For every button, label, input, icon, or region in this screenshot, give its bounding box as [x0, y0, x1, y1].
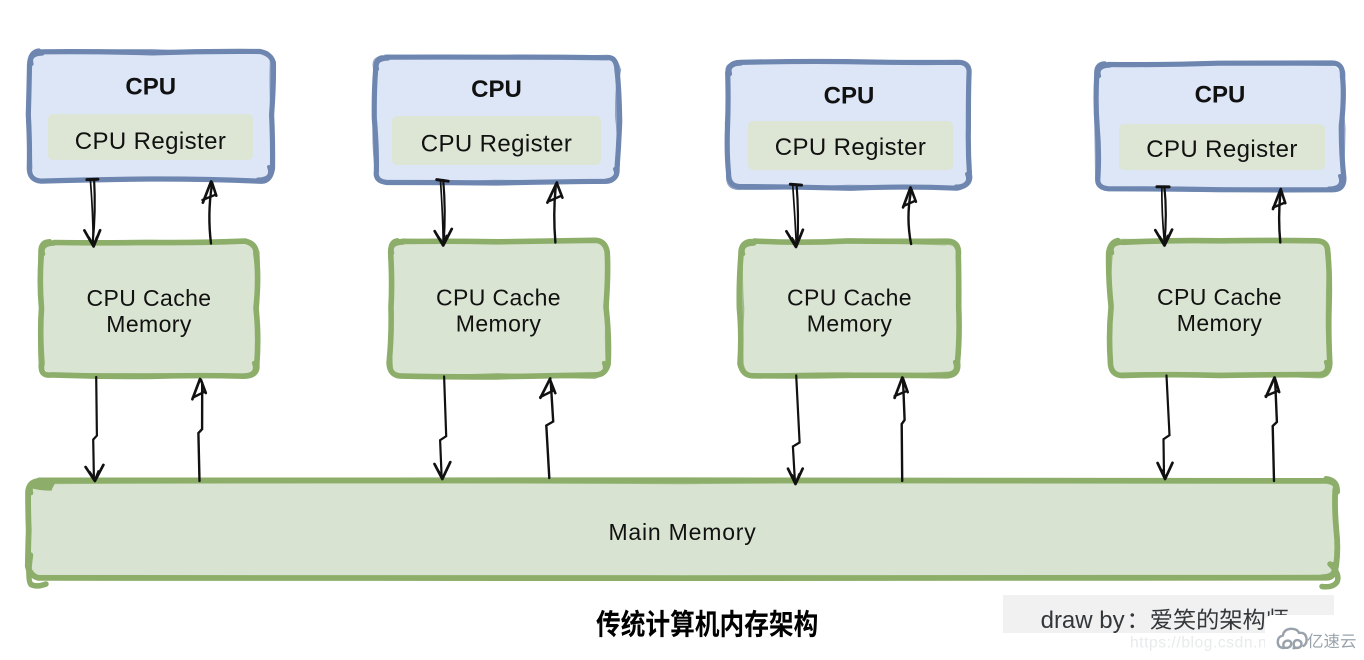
svg-text:CPU Cache: CPU Cache: [1157, 284, 1282, 310]
svg-text:CPU Cache: CPU Cache: [787, 285, 912, 311]
svg-text:Main Memory: Main Memory: [608, 519, 756, 545]
svg-text:CPU Register: CPU Register: [75, 128, 227, 155]
svg-text:Memory: Memory: [807, 310, 893, 336]
svg-text:CPU: CPU: [1195, 81, 1246, 108]
svg-text:CPU: CPU: [471, 76, 522, 103]
svg-text:CPU: CPU: [125, 73, 176, 100]
svg-text:draw by: draw by: [1041, 607, 1125, 634]
svg-text:CPU Register: CPU Register: [421, 131, 573, 158]
svg-text:Memory: Memory: [456, 310, 542, 336]
svg-text:Memory: Memory: [1177, 310, 1263, 336]
svg-text:CPU: CPU: [824, 82, 875, 109]
svg-text:CPU Register: CPU Register: [1146, 136, 1298, 163]
svg-text:Memory: Memory: [106, 311, 192, 337]
svg-text:CPU Register: CPU Register: [775, 134, 927, 161]
svg-text:CPU Cache: CPU Cache: [86, 285, 211, 311]
svg-text:CPU Cache: CPU Cache: [436, 285, 561, 311]
svg-text:https://blog.csdn.ne: https://blog.csdn.ne: [1130, 635, 1276, 652]
